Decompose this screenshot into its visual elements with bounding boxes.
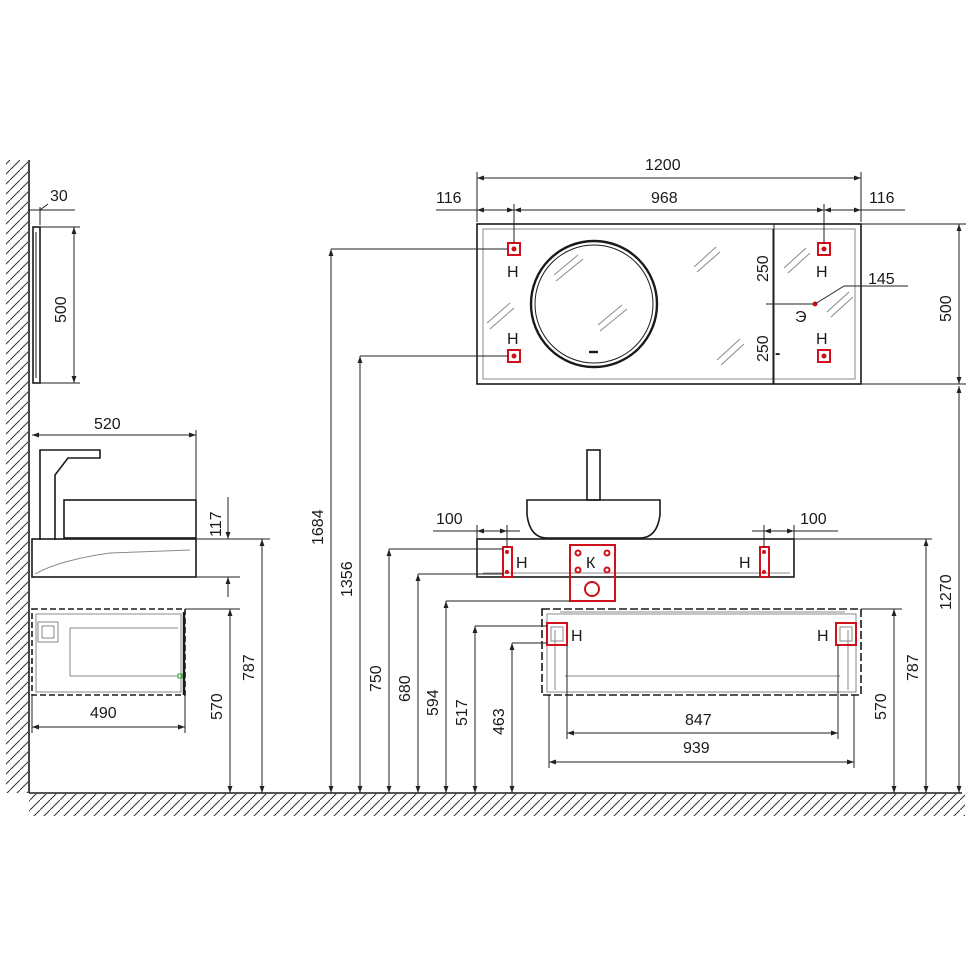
dim-cabinet-width: 939 [548, 695, 855, 768]
label-height-787-right: 787 [905, 654, 922, 681]
dim-mirror-vertical-split: 250 250 [755, 224, 782, 384]
side-mirror [32, 226, 41, 384]
dim-height-1270: 1270 [938, 386, 962, 793]
label-mirror-socket-offset: 145 [868, 271, 895, 288]
front-mirror [476, 223, 862, 385]
side-cabinet [31, 608, 186, 696]
socket-label: Э [795, 309, 807, 326]
label-counter-depth: 520 [94, 416, 121, 433]
plumbing-label: К [586, 555, 596, 572]
label-cabinet-width: 939 [683, 740, 710, 757]
cabinet-mount-right: Н [817, 622, 857, 646]
label-height-787-left: 787 [241, 654, 258, 681]
label-counter-left-offset: 100 [436, 511, 463, 528]
mount-label: Н [516, 555, 528, 572]
label-height-1684: 1684 [310, 509, 327, 545]
dim-height-463: 463 [491, 642, 547, 793]
mirror-mount-bottom-right: Н [816, 331, 831, 363]
label-height-463: 463 [491, 708, 508, 735]
dim-mirror-socket-offset: 145 [814, 271, 908, 305]
wall [6, 160, 30, 793]
label-cabinet-depth: 490 [90, 705, 117, 722]
dim-cabinet-depth: 490 [31, 695, 186, 733]
label-mirror-left-offset: 116 [436, 190, 462, 207]
label-mirror-height-side: 500 [53, 296, 70, 323]
dim-height-787-left: 787 [196, 538, 270, 793]
label-counter-right-offset: 100 [800, 511, 827, 528]
mirror-mount-top-right: Н [816, 242, 831, 281]
dim-height-1356: 1356 [339, 355, 508, 793]
dim-height-517: 517 [454, 625, 547, 793]
floor [29, 792, 965, 816]
mirror-mount-top-left: Н [507, 242, 521, 281]
label-height-517: 517 [454, 699, 471, 726]
dim-counter-thickness: 117 [196, 497, 240, 597]
front-bowl [526, 499, 661, 539]
minus-sign: - [775, 345, 780, 362]
dim-height-680: 680 [397, 573, 503, 793]
dim-height-750: 750 [368, 548, 503, 793]
front-faucet [586, 449, 601, 501]
dim-mirror-width: 1200 [476, 157, 862, 222]
dim-mirror-height-front: 500 [861, 223, 966, 385]
front-counter [476, 538, 795, 578]
label-mirror-upper: 250 [755, 255, 772, 282]
dim-height-570-right: 570 [861, 608, 902, 793]
dim-counter-left-offset: 100 [433, 511, 520, 547]
mount-label: Н [571, 628, 583, 645]
label-mirror-right-offset: 116 [869, 190, 895, 207]
dim-height-570-left: 570 [185, 608, 240, 793]
dim-mirror-height-side: 500 [40, 226, 80, 384]
side-faucet [39, 449, 101, 540]
front-cabinet [541, 608, 862, 696]
label-height-1270: 1270 [938, 574, 955, 610]
label-mirror-height-front: 500 [938, 295, 955, 322]
mount-label: Н [739, 555, 751, 572]
mount-label: Н [507, 264, 519, 281]
label-mirror-lower: 250 [755, 335, 772, 362]
dim-mirror-depth: 30 [28, 188, 75, 225]
label-cabinet-hole-spacing: 847 [685, 712, 712, 729]
mount-label: Н [817, 628, 829, 645]
label-height-750: 750 [368, 665, 385, 692]
dim-cabinet-hole-spacing: 847 [566, 645, 839, 739]
counter-mount-right: Н [739, 546, 770, 578]
dim-counter-right-offset: 100 [752, 511, 838, 547]
side-bowl [63, 499, 197, 539]
label-mirror-hole-spacing: 968 [651, 190, 678, 207]
side-counter [31, 538, 197, 578]
mirror-mount-bottom-left: Н [507, 331, 521, 363]
dim-height-787-right: 787 [794, 538, 932, 793]
label-height-594: 594 [425, 689, 442, 716]
mount-label: Н [507, 331, 519, 348]
dim-counter-depth: 520 [32, 416, 197, 537]
dim-height-1684: 1684 [310, 248, 508, 793]
label-mirror-width: 1200 [645, 157, 681, 174]
mount-label: Н [816, 331, 828, 348]
label-height-680: 680 [397, 675, 414, 702]
label-height-1356: 1356 [339, 561, 356, 597]
cabinet-mount-left: Н [546, 622, 583, 646]
label-height-570-right: 570 [873, 693, 890, 720]
dim-mirror-hole-spacing: 116 968 116 [436, 190, 905, 243]
dim-height-594: 594 [425, 600, 570, 793]
label-mirror-depth: 30 [50, 188, 68, 205]
label-height-570-left: 570 [209, 693, 226, 720]
label-counter-thickness: 117 [208, 511, 225, 537]
plumbing-box: К [569, 544, 616, 602]
mount-label: Н [816, 264, 828, 281]
